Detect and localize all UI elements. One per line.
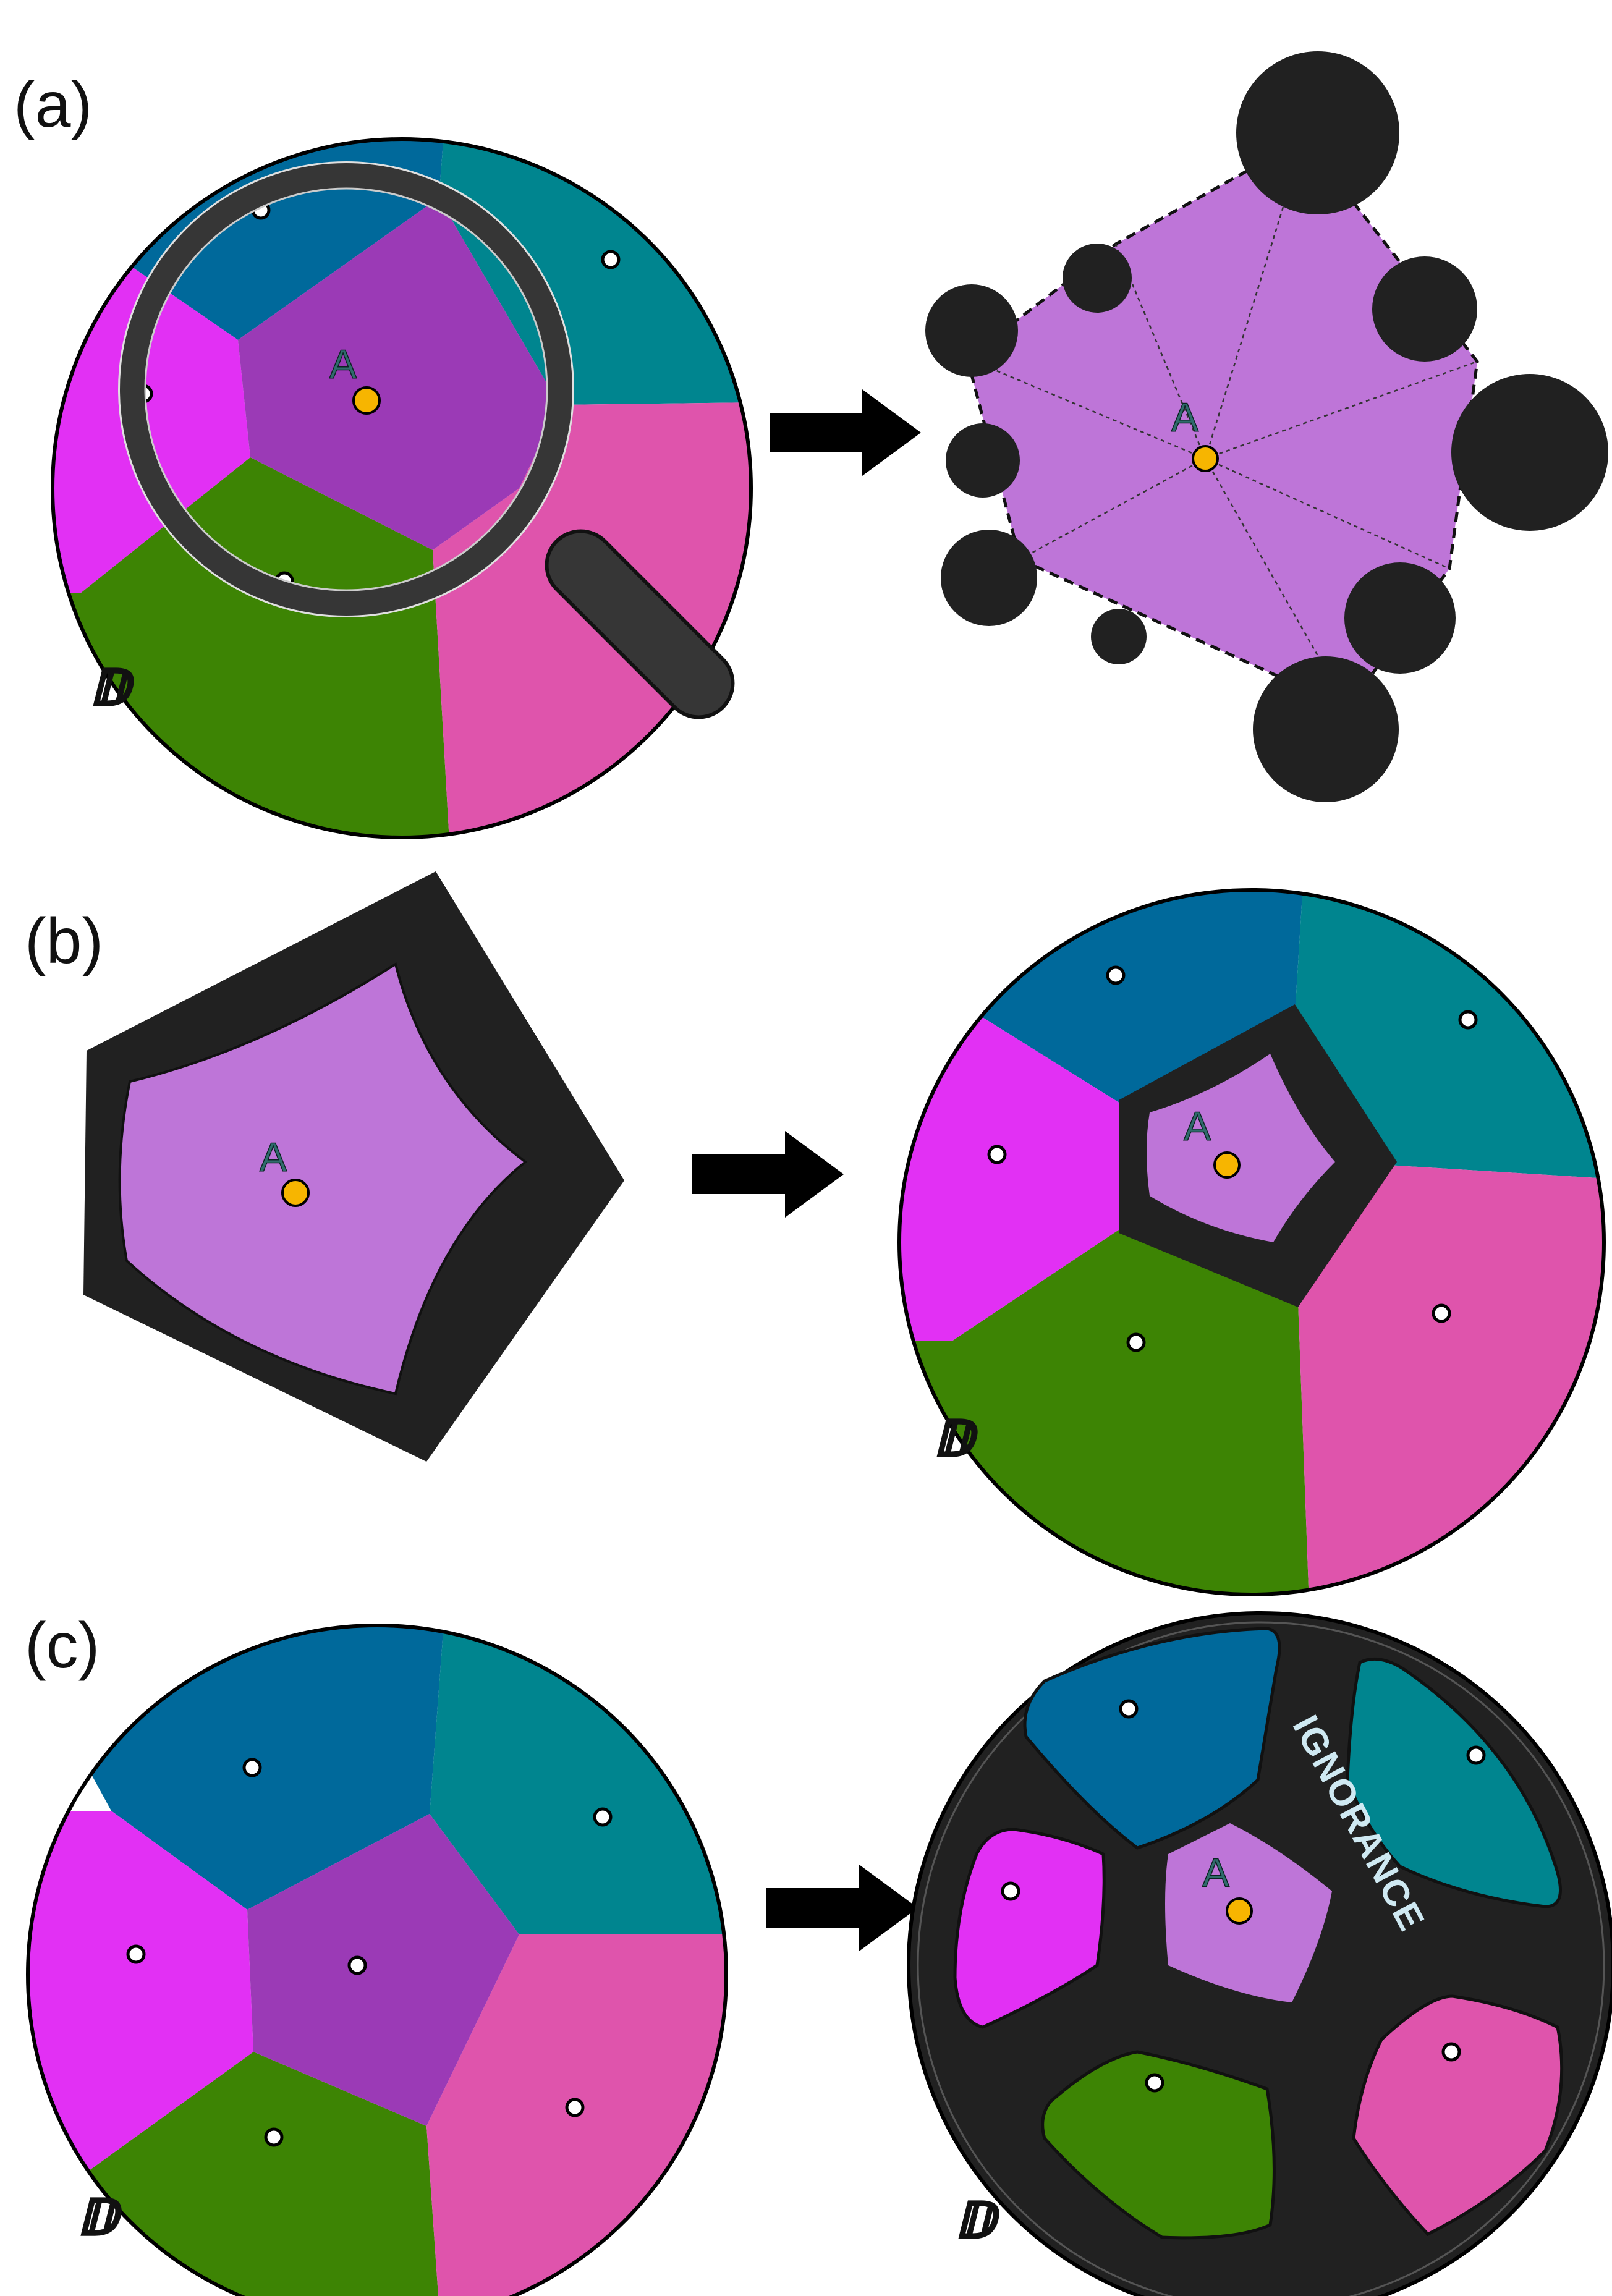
domain-boundary-a <box>51 137 753 839</box>
domain-label-b: 𝔻 <box>933 1412 978 1466</box>
domain-boundary-c <box>26 1624 728 2296</box>
domain-label-c1: 𝔻 <box>77 2191 122 2245</box>
cell-magenta <box>28 1811 253 2172</box>
obstacle-discs <box>925 51 1608 802</box>
site-teal <box>601 250 621 269</box>
domain-label-c2: 𝔻 <box>955 2194 1000 2248</box>
cell-center <box>247 1814 519 2126</box>
site-green <box>1126 1332 1146 1352</box>
domain-boundary-b <box>897 888 1606 1596</box>
site-magenta <box>1001 1881 1020 1901</box>
panel-b: (b) A A 𝔻 <box>25 871 1606 1596</box>
site-pink <box>1441 2042 1461 2062</box>
site-label-c: A <box>1202 1850 1229 1896</box>
site-a-b2 <box>1213 1151 1241 1179</box>
site-a-c <box>1226 1897 1253 1925</box>
panel-a: (a) A 𝔻 <box>14 51 1608 839</box>
cell-center <box>238 198 559 550</box>
site-magenta <box>126 1944 146 1964</box>
site-teal <box>1466 1745 1486 1765</box>
site-green <box>1145 2073 1164 2093</box>
voronoi-disk-c <box>28 1625 726 2296</box>
cell-teal <box>1346 1657 1562 1908</box>
site-magenta <box>987 1145 1007 1164</box>
site-label-b1: A <box>260 1134 287 1180</box>
site-a-zoomed <box>1192 445 1219 472</box>
site-a-marker <box>352 386 381 415</box>
thickened-cell-b: A <box>83 871 624 1462</box>
site-center <box>347 1955 367 1975</box>
site-label-a1: A <box>329 341 357 387</box>
arrow-right-icon <box>770 389 921 476</box>
cell-blue <box>1023 1627 1281 1850</box>
site-blue <box>1106 965 1126 985</box>
site-label-b2: A <box>1184 1103 1211 1149</box>
voronoi-disk-b <box>899 890 1604 1595</box>
zoomed-cell-a: A <box>925 51 1608 802</box>
site-a-b1 <box>281 1179 310 1207</box>
panel-c: (c) 𝔻 <box>25 1610 1612 2296</box>
cell-green <box>1041 2050 1276 2240</box>
panel-b-label: (b) <box>25 905 103 977</box>
site-blue <box>242 1758 262 1777</box>
cell-pink <box>1352 1994 1564 2237</box>
site-pink <box>565 2098 585 2117</box>
cell-center <box>1147 1054 1335 1242</box>
site-pink <box>1432 1303 1451 1323</box>
ignorance-disk-c: IGNORANCE A <box>907 1611 1612 2296</box>
site-label-a2: A <box>1171 394 1198 440</box>
panel-c-label: (c) <box>25 1610 100 1682</box>
site-teal <box>1458 1010 1478 1030</box>
domain-label-a: 𝔻 <box>90 661 135 715</box>
arrow-right-icon <box>766 1865 918 1951</box>
site-green <box>264 2127 284 2147</box>
cell-magenta <box>953 1828 1106 2029</box>
arrow-right-icon <box>692 1131 844 1218</box>
magnifying-glass-icon <box>118 161 735 719</box>
site-teal <box>593 1807 613 1827</box>
panel-a-label: (a) <box>14 69 92 141</box>
site-blue <box>1119 1699 1139 1719</box>
